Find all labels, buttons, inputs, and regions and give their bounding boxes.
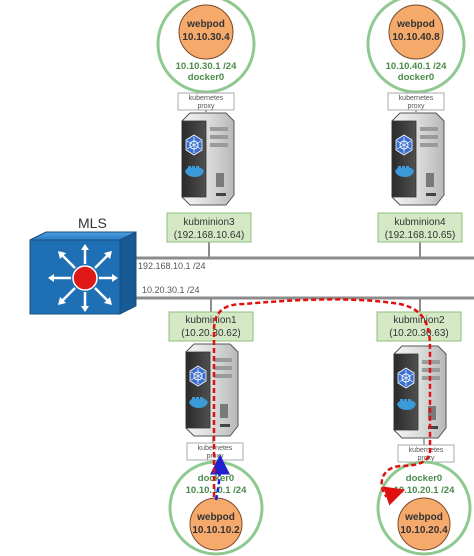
node-name: kubminion2: [393, 315, 445, 326]
node-label-box: [377, 212, 463, 243]
pod-name: webpod: [186, 19, 225, 30]
docker-label: docker0: [188, 72, 224, 83]
node-name: kubminion3: [183, 217, 235, 228]
upper-gateway-label: 192.168.10.1 /24: [138, 261, 206, 271]
node-ip: (10.20.30.63): [389, 328, 449, 339]
red-traffic-path: [212, 298, 432, 506]
server-icon: [181, 112, 235, 206]
node-ip: (192.168.10.64): [174, 230, 245, 241]
switch-label: MLS: [78, 215, 107, 231]
server-icon: [393, 345, 447, 439]
server-icon: [185, 343, 239, 437]
docker-gateway: 10.10.10.1 /24: [186, 485, 247, 496]
node-kubminion3: webpod 10.10.30.4 10.10.30.1 /24 docker0…: [156, 0, 256, 243]
multilayer-switch-icon: [29, 231, 137, 315]
node-ip: (192.168.10.65): [385, 230, 456, 241]
lower-gateway-label: 10.20.30.1 /24: [142, 285, 200, 295]
node-label-box: [166, 212, 252, 243]
node-kubminion4: webpod 10.10.40.8 10.10.40.1 /24 docker0…: [366, 0, 466, 243]
server-icon: [391, 112, 445, 206]
webpod: [189, 497, 243, 551]
docker-label: docker0: [406, 473, 442, 484]
pod-ip: 10.10.10.2: [192, 525, 240, 536]
node-name: kubminion4: [394, 217, 446, 228]
docker-label: docker0: [198, 473, 234, 484]
docker-gateway: 10.10.40.1 /24: [386, 61, 447, 72]
pod-ip: 10.10.30.4: [182, 32, 230, 43]
docker-label: docker0: [398, 72, 434, 83]
pod-name: webpod: [404, 512, 443, 523]
node-ip: (10.20.30.62): [181, 328, 241, 339]
node-label-box: [376, 311, 462, 342]
webpod: [397, 497, 451, 551]
node-name: kubminion1: [185, 315, 237, 326]
node-label-box: [168, 311, 254, 342]
pod-name: webpod: [396, 19, 435, 30]
pod-ip: 10.10.20.4: [400, 525, 448, 536]
pod-ip: 10.10.40.8: [392, 32, 440, 43]
pod-name: webpod: [196, 512, 235, 523]
docker-gateway: 10.10.30.1 /24: [176, 61, 237, 72]
webpod: [388, 4, 444, 60]
kubernetes-proxy-box: [177, 92, 235, 111]
docker-gateway: 10.10.20.1 /24: [394, 485, 455, 496]
network-lines: 192.168.10.1 /24 10.20.30.1 /24: [132, 242, 474, 314]
blue-traffic-arrow: [209, 454, 230, 501]
webpod: [178, 4, 234, 60]
kubernetes-proxy-box: [387, 92, 445, 111]
mls-switch: MLS: [29, 215, 137, 315]
